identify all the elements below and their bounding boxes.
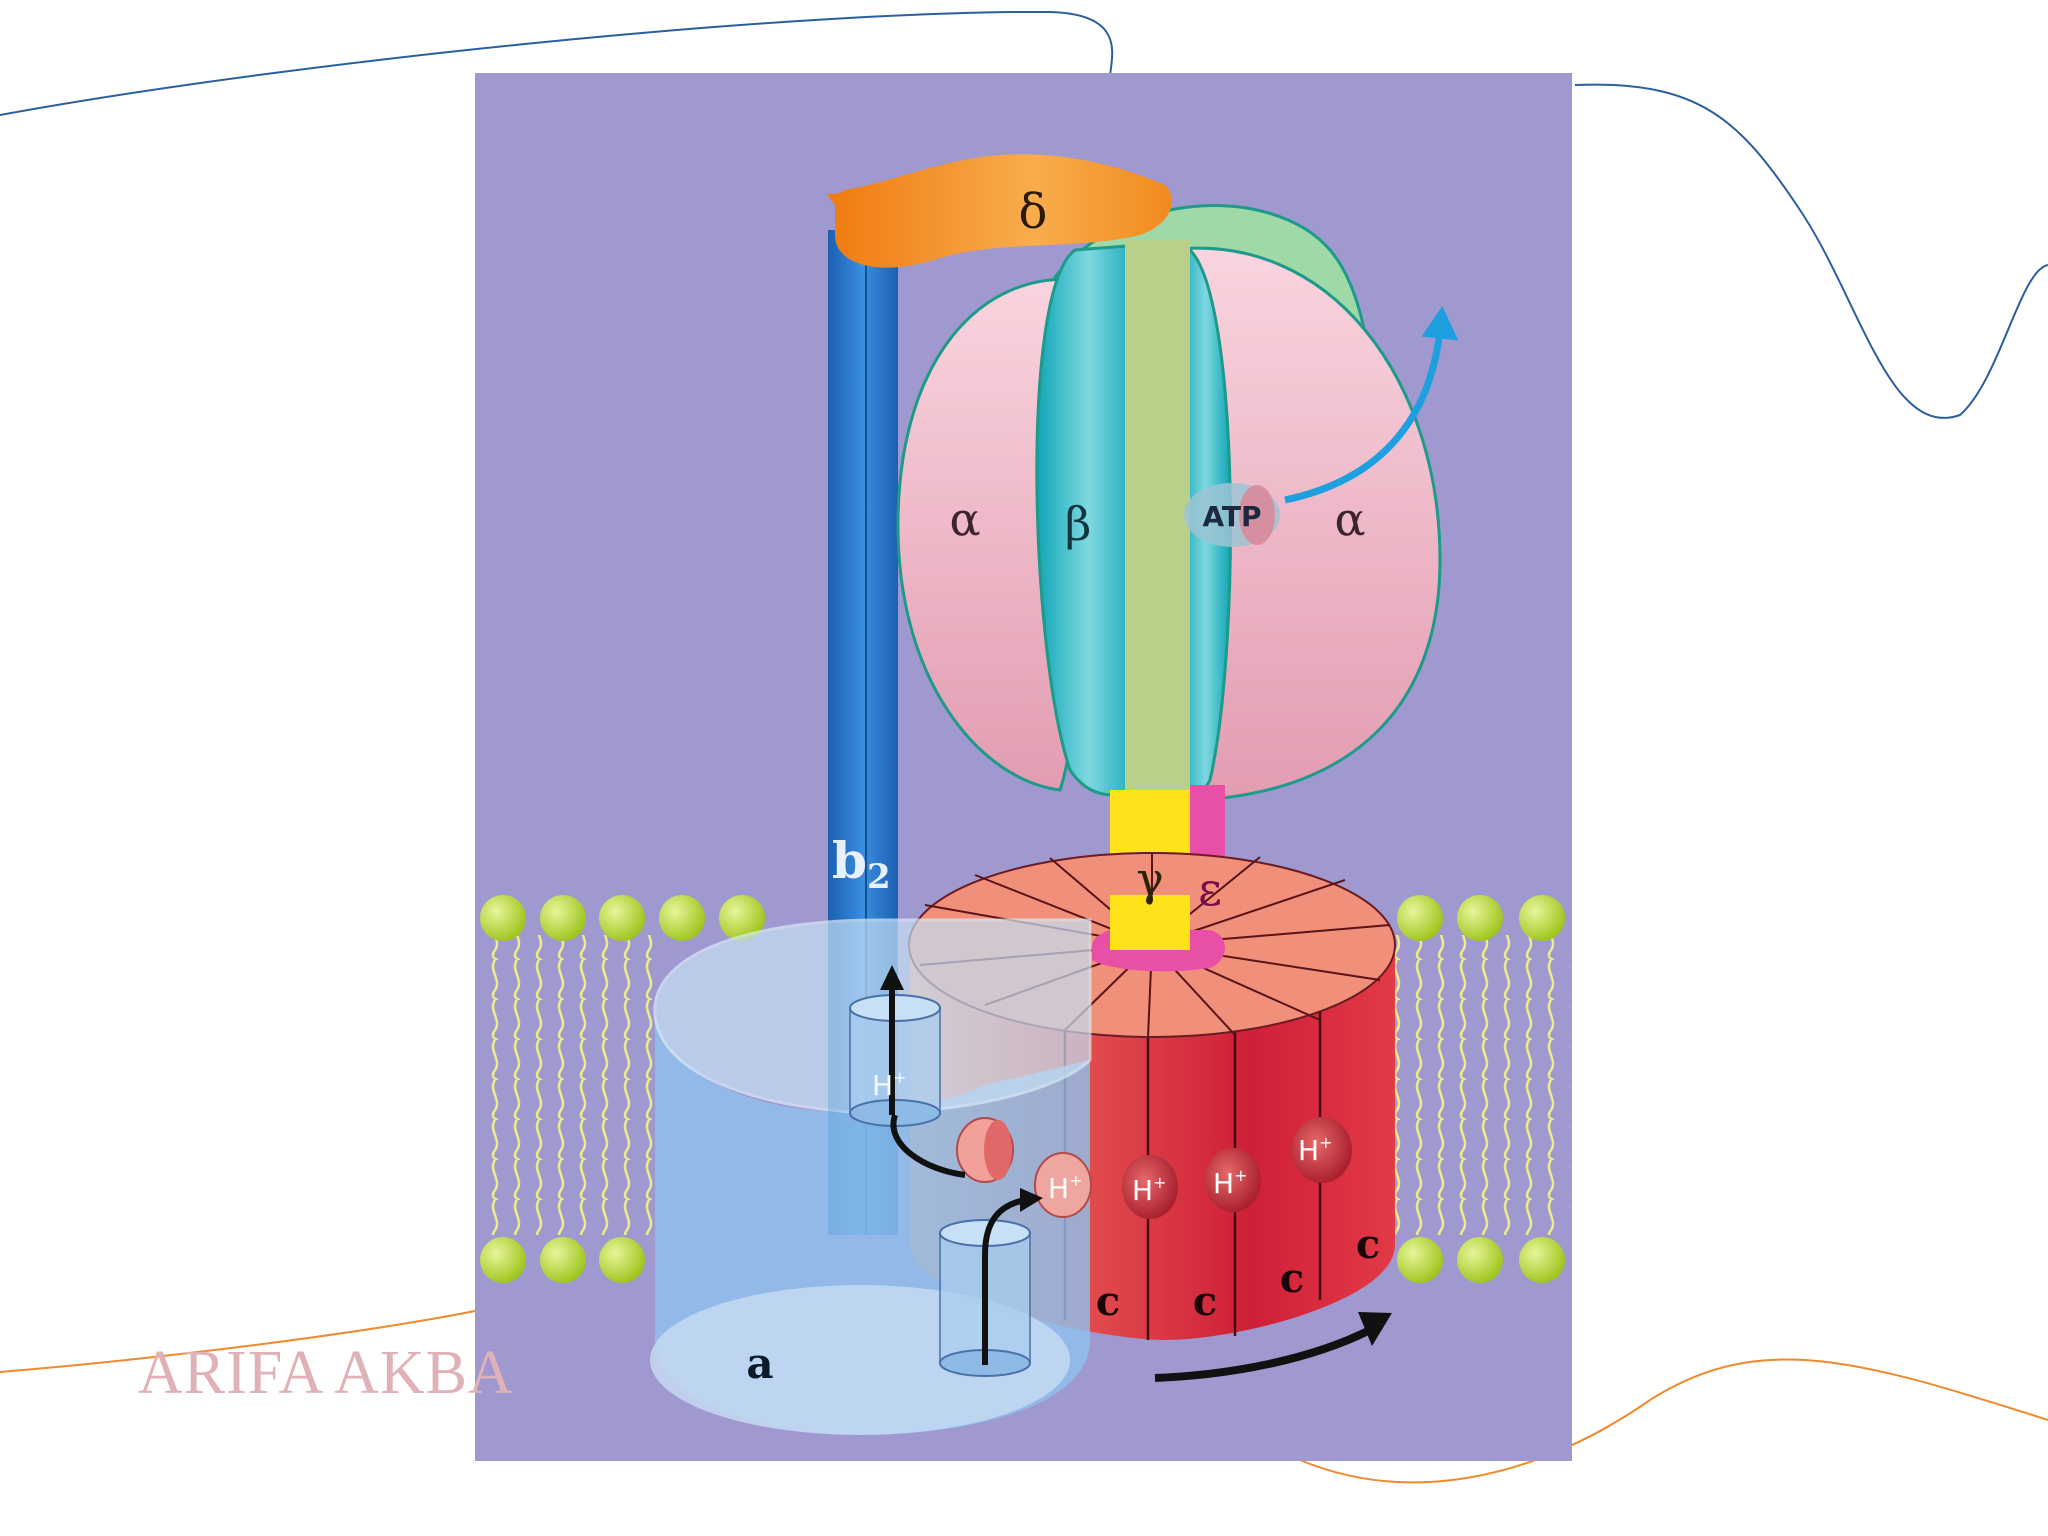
label-proton-4: H+	[1213, 1166, 1247, 1200]
deco-blue-curve-right	[1574, 83, 2048, 419]
deco-blue-curve-top	[0, 10, 1114, 116]
label-c3: c	[1280, 1255, 1304, 1302]
label-delta: δ	[1019, 184, 1048, 240]
rotation-arrow	[1154, 1326, 1372, 1382]
label-c1: c	[1096, 1278, 1120, 1325]
gamma-central-shaft	[1125, 240, 1190, 800]
lipid-heads-top-right	[1397, 895, 1565, 941]
proton-site-2	[1034, 1152, 1092, 1218]
label-c4: c	[1356, 1221, 1380, 1268]
delta-subunit	[827, 154, 1172, 268]
label-proton-5: H+	[1298, 1133, 1332, 1167]
proton-site-1	[956, 1117, 1014, 1183]
atp-release-arrow	[1284, 329, 1444, 504]
lipid-heads-bottom-right	[1397, 1237, 1565, 1283]
label-epsilon: ε	[1198, 862, 1222, 916]
author-footer: ARIFA AKBA	[138, 1339, 514, 1407]
label-atp: ATP	[1202, 500, 1261, 533]
label-c2: c	[1193, 1278, 1217, 1325]
proton-arrow-to-ring	[890, 1114, 966, 1178]
label-proton-2: H+	[1048, 1171, 1082, 1205]
membrane-tails-right	[1395, 935, 1570, 1235]
proton-site-3	[1122, 1155, 1178, 1219]
label-beta: β	[1065, 497, 1092, 551]
label-b2: b2	[832, 831, 891, 897]
membrane-tails-left	[478, 935, 658, 1235]
proton-site-5	[1292, 1117, 1352, 1183]
label-proton-3: H+	[1132, 1173, 1166, 1207]
proton-arrow-from-channel	[982, 1197, 1026, 1365]
deco-orange-curve-right	[1299, 1358, 2048, 1484]
label-alpha-right: α	[1334, 492, 1365, 546]
label-gamma: γ	[1136, 852, 1164, 906]
label-alpha-left: α	[949, 492, 980, 546]
proton-site-4	[1205, 1148, 1261, 1212]
lipid-heads-bottom-left	[480, 1237, 645, 1283]
deco-orange-curve-left	[0, 1309, 481, 1373]
atp-site-marker	[1239, 485, 1275, 545]
label-proton-channel: H+	[872, 1068, 906, 1102]
lipid-heads-top-left	[480, 895, 765, 941]
label-a: a	[746, 1339, 773, 1388]
